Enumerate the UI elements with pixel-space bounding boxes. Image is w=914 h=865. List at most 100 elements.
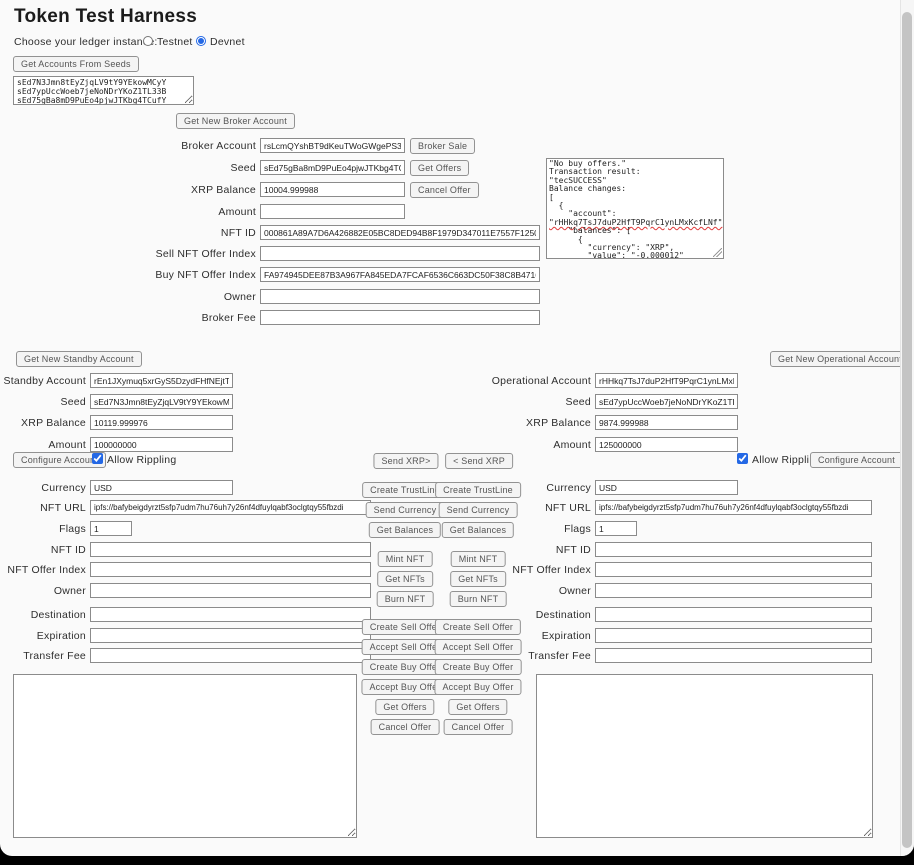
standby-owner-label: Owner [53,584,86,597]
operational-results-textarea[interactable] [536,674,873,838]
operational-accept-sell-offer-button[interactable]: Accept Sell Offer [434,639,522,655]
operational-expiration-label: Expiration [541,629,591,642]
operational-xrp-balance-input[interactable] [595,415,738,430]
standby-flags-input[interactable] [90,521,132,536]
standby-currency-input[interactable] [90,480,233,495]
standby-account-input[interactable] [90,373,233,388]
operational-account-input[interactable] [595,373,738,388]
operational-nft-offer-index-input[interactable] [595,562,872,577]
operational-nft-url-input[interactable] [595,500,872,515]
standby-get-nfts-button[interactable]: Get NFTs [377,571,433,587]
broker-amount-input[interactable] [260,204,405,219]
standby-amount-input[interactable] [90,437,233,452]
send-xrp-left-button[interactable]: < Send XRP [445,453,513,469]
standby-owner-input[interactable] [90,583,371,598]
operational-nft-id-input[interactable] [595,542,872,557]
standby-mint-nft-button[interactable]: Mint NFT [377,551,433,567]
result-text-before: "No buy offers." Transaction result: "te… [549,159,641,219]
standby-allow-rippling-label: Allow Rippling [107,454,177,466]
scrollbar-thumb[interactable] [902,12,912,848]
operational-create-sell-offer-button[interactable]: Create Sell Offer [434,619,522,635]
page-title: Token Test Harness [14,6,198,27]
standby-nft-id-input[interactable] [90,542,371,557]
broker-nft-id-input[interactable] [260,225,540,240]
testnet-radio[interactable] [143,36,153,46]
operational-accept-buy-offer-button[interactable]: Accept Buy Offer [434,679,522,695]
operational-create-buy-offer-button[interactable]: Create Buy Offer [434,659,522,675]
operational-allow-rippling-checkbox[interactable] [737,453,748,464]
testnet-radio-label[interactable]: Testnet [157,36,193,48]
standby-transfer-fee-label: Transfer Fee [23,649,86,662]
standby-cancel-offer-button[interactable]: Cancel Offer [370,719,440,735]
operational-destination-input[interactable] [595,607,872,622]
broker-sell-nft-offer-index-label: Sell NFT Offer Index [155,247,256,260]
broker-owner-input[interactable] [260,289,540,304]
operational-amount-input[interactable] [595,437,738,452]
broker-account-input[interactable] [260,138,405,153]
broker-results-textarea[interactable]: "No buy offers." Transaction result: "te… [546,158,724,259]
broker-xrp-balance-input[interactable] [260,182,405,197]
get-new-operational-account-button[interactable]: Get New Operational Account [770,351,910,367]
send-xrp-right-button[interactable]: Send XRP> [373,453,439,469]
standby-send-currency-button[interactable]: Send Currency [365,502,445,518]
devnet-radio-label[interactable]: Devnet [210,36,245,48]
operational-expiration-input[interactable] [595,628,872,643]
standby-nft-offer-index-label: NFT Offer Index [7,563,86,576]
standby-expiration-input[interactable] [90,628,371,643]
standby-allow-rippling-checkbox[interactable] [92,453,103,464]
standby-burn-nft-button[interactable]: Burn NFT [376,591,434,607]
standby-nft-offer-index-input[interactable] [90,562,371,577]
get-accounts-from-seeds-button[interactable]: Get Accounts From Seeds [13,56,139,72]
standby-destination-input[interactable] [90,607,371,622]
standby-xrp-balance-input[interactable] [90,415,233,430]
operational-burn-nft-button[interactable]: Burn NFT [449,591,507,607]
operational-configure-account-button[interactable]: Configure Account [810,452,903,468]
broker-cancel-offer-button[interactable]: Cancel Offer [410,181,479,198]
seeds-textarea[interactable]: sEd7N3Jmn8tEyZjqLV9tY9YEkowMCyY sEd7ypUc… [13,76,194,105]
devnet-radio[interactable] [196,36,206,46]
standby-destination-label: Destination [30,608,86,621]
ledger-instance-label: Choose your ledger instance: [14,36,158,48]
standby-nft-url-label: NFT URL [40,501,86,514]
standby-results-textarea[interactable] [13,674,357,838]
broker-owner-label: Owner [223,290,256,303]
operational-get-nfts-button[interactable]: Get NFTs [450,571,506,587]
broker-get-offers-button[interactable]: Get Offers [410,159,470,176]
broker-sell-nft-offer-index-input[interactable] [260,246,540,261]
operational-transfer-fee-input[interactable] [595,648,872,663]
operational-seed-input[interactable] [595,394,738,409]
operational-send-currency-button[interactable]: Send Currency [438,502,518,518]
standby-transfer-fee-input[interactable] [90,648,371,663]
standby-seed-input[interactable] [90,394,233,409]
standby-create-buy-offer-button[interactable]: Create Buy Offer [361,659,449,675]
operational-mint-nft-button[interactable]: Mint NFT [450,551,506,567]
operational-get-offers-button[interactable]: Get Offers [448,699,508,715]
broker-buy-nft-offer-index-input[interactable] [260,267,540,282]
standby-get-offers-button[interactable]: Get Offers [375,699,435,715]
operational-currency-input[interactable] [595,480,738,495]
operational-cancel-offer-button[interactable]: Cancel Offer [443,719,513,735]
get-new-standby-account-button[interactable]: Get New Standby Account [16,351,142,367]
standby-get-balances-button[interactable]: Get Balances [368,522,442,538]
broker-account-label: Broker Account [181,139,256,152]
operational-account-label: Operational Account [491,374,591,387]
standby-seed-label: Seed [60,395,86,408]
broker-fee-input[interactable] [260,310,540,325]
operational-create-trustline-button[interactable]: Create TrustLine [435,482,521,498]
broker-sale-button[interactable]: Broker Sale [410,137,476,154]
standby-configure-account-button[interactable]: Configure Account [13,452,106,468]
standby-flags-label: Flags [59,522,86,535]
operational-flags-input[interactable] [595,521,637,536]
get-new-broker-account-button[interactable]: Get New Broker Account [176,113,295,129]
standby-accept-sell-offer-button[interactable]: Accept Sell Offer [361,639,449,655]
standby-nft-url-input[interactable] [90,500,371,515]
operational-owner-label: Owner [558,584,591,597]
operational-get-balances-button[interactable]: Get Balances [441,522,515,538]
operational-transfer-fee-label: Transfer Fee [528,649,591,662]
broker-seed-label: Seed [230,161,256,174]
operational-owner-input[interactable] [595,583,872,598]
operational-seed-label: Seed [565,395,591,408]
broker-seed-input[interactable] [260,160,405,175]
standby-create-trustline-button[interactable]: Create TrustLine [362,482,448,498]
